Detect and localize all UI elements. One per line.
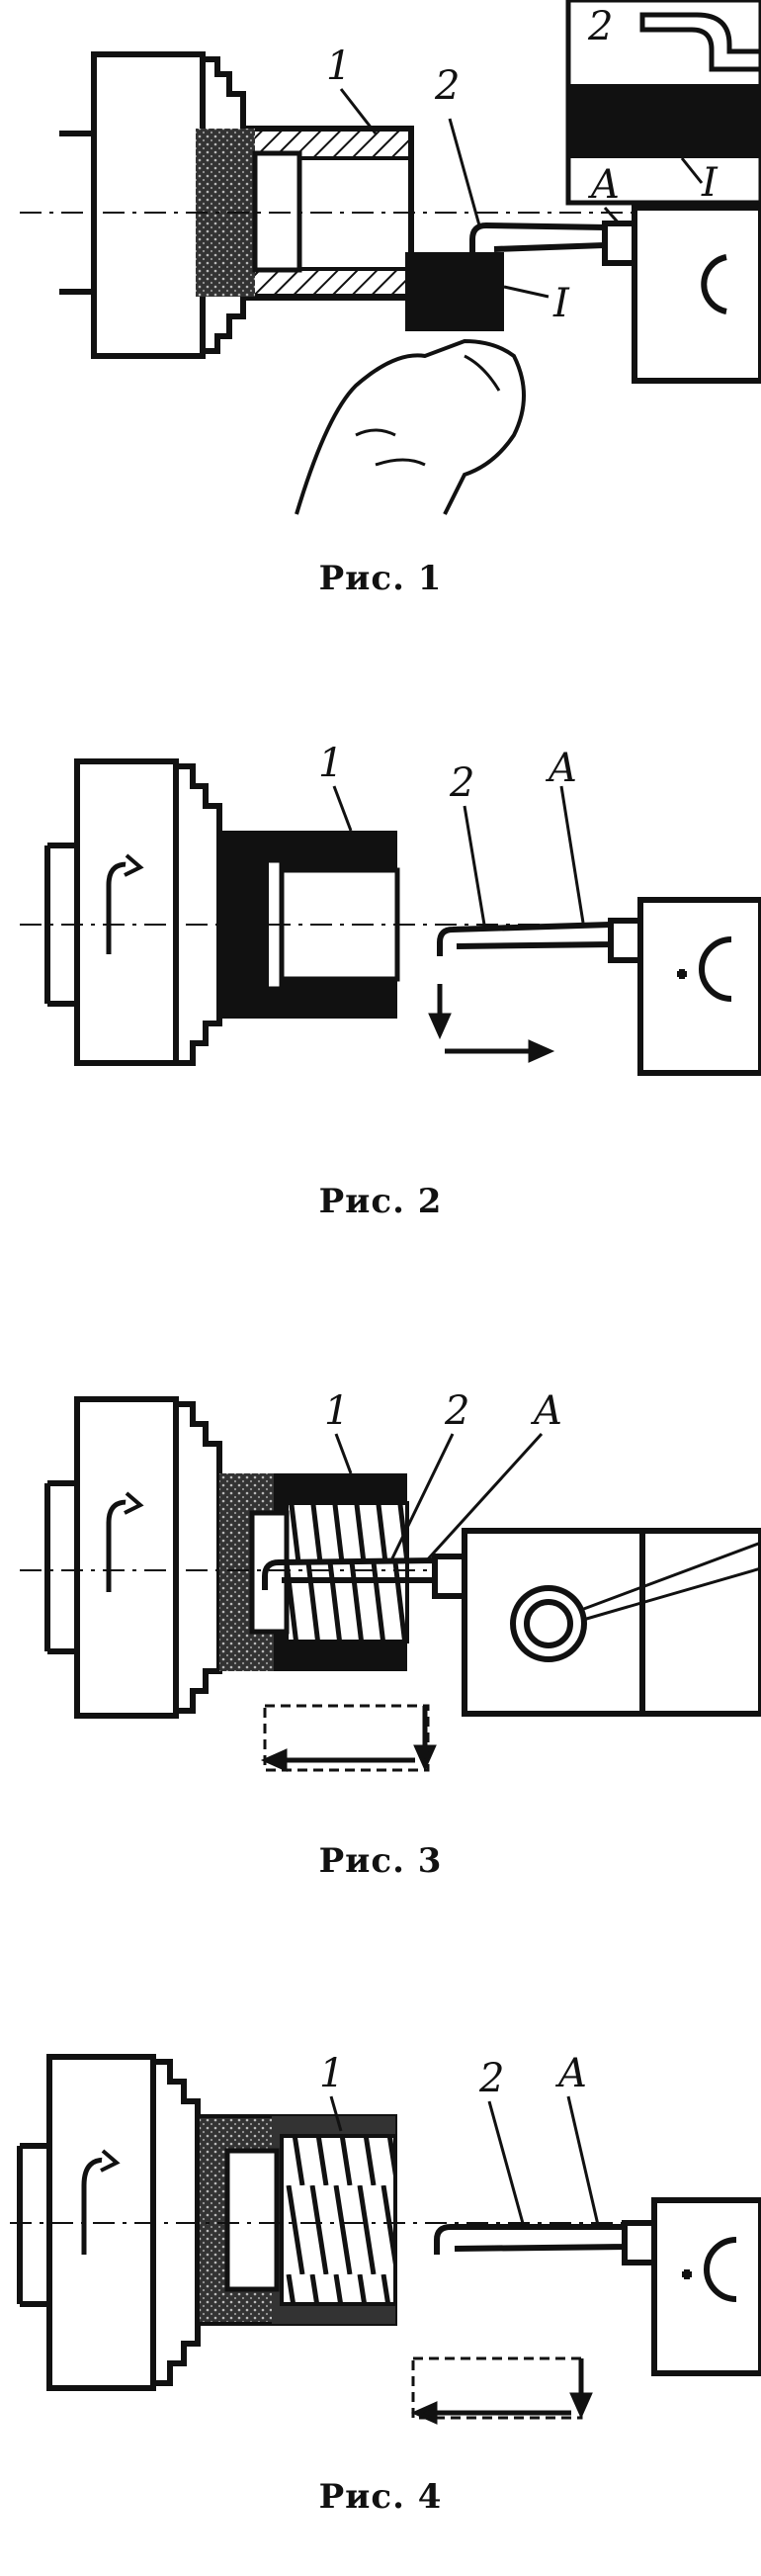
chuck <box>44 1396 222 1719</box>
figure-1-drawing: 2 I 1 2 A I <box>20 0 761 515</box>
feed-arrows <box>260 1704 437 1772</box>
part-label: 1 <box>318 741 343 786</box>
tool-label: 2 <box>449 760 474 806</box>
point-label: A <box>587 162 620 208</box>
feed-arrows <box>410 2356 593 2425</box>
figure-1: 2 I 1 2 A I <box>0 0 761 554</box>
point-label: A <box>545 746 577 791</box>
part-label: 1 <box>319 2051 344 2096</box>
hand <box>295 338 526 515</box>
point-label: A <box>530 1388 562 1434</box>
workpiece <box>219 1473 409 1671</box>
figure-3: 1 2 A <box>0 1365 761 1790</box>
figure-3-drawing: 1 2 A <box>20 1388 761 1772</box>
part-label: 1 <box>326 44 351 89</box>
inset-detail: 2 I <box>565 0 761 206</box>
chuck <box>59 51 246 359</box>
inset-tool-label: 2 <box>587 4 613 49</box>
figure-2-caption: Рис. 2 <box>318 1182 443 1221</box>
point-label: A <box>554 2051 587 2096</box>
figure-1-caption: Рис. 1 <box>318 559 443 598</box>
tool-label: 2 <box>434 63 460 109</box>
tool-label: 2 <box>444 1388 469 1434</box>
chuck <box>44 758 222 1066</box>
part-label: 1 <box>324 1388 349 1434</box>
figure-4-drawing: 1 2 A <box>10 2051 761 2425</box>
figure-4: 1 2 A <box>0 2007 761 2443</box>
workpiece <box>196 2114 397 2326</box>
cutting-tool <box>434 2197 761 2376</box>
figure-2-drawing: 1 2 A <box>20 741 761 1076</box>
inset-marker-label: I <box>701 160 719 206</box>
tool-label: 2 <box>478 2056 504 2101</box>
feed-arrows <box>428 984 555 1063</box>
figure-2: 1 2 A <box>0 727 761 1108</box>
cutting-tool <box>262 1528 761 1717</box>
cutting-tool <box>469 205 761 384</box>
figure-4-caption: Рис. 4 <box>318 2477 443 2517</box>
gauge-block <box>405 252 504 331</box>
marker-label: I <box>552 281 570 326</box>
cutting-tool <box>437 897 761 1076</box>
figure-3-caption: Рис. 3 <box>318 1841 443 1881</box>
